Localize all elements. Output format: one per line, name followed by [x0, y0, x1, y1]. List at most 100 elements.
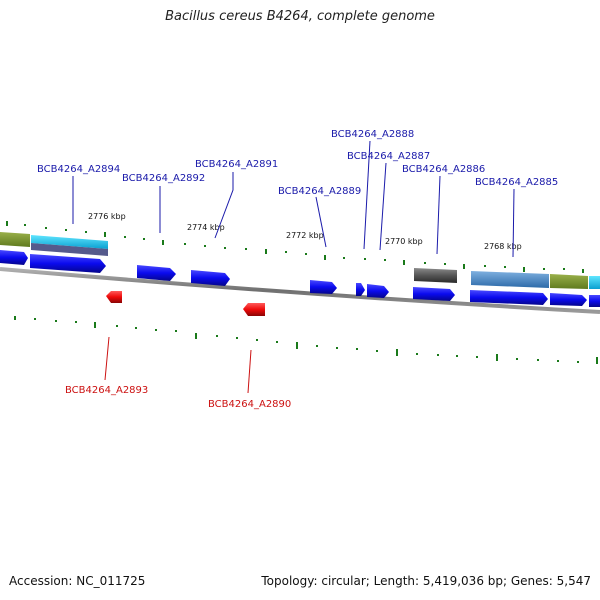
tick-mark — [484, 265, 486, 267]
tick-mark — [305, 253, 307, 255]
outer-tick-track — [6, 221, 584, 273]
tick-mark — [336, 347, 338, 349]
gene-arrow-forward[interactable] — [137, 265, 176, 281]
tick-mark — [104, 232, 106, 237]
feature-block-cyan — [589, 276, 600, 289]
tick-mark — [577, 361, 579, 363]
tick-mark — [364, 258, 366, 260]
tick-mark — [75, 321, 77, 323]
tick-mark — [504, 266, 506, 268]
leader-line — [379, 162, 387, 251]
scale-label: 2774 kbp — [187, 223, 225, 232]
tick-mark — [124, 236, 126, 238]
tick-mark — [403, 260, 405, 265]
gene-arrow-forward[interactable] — [550, 293, 587, 306]
gene-label-forward[interactable]: BCB4264_A2889 — [278, 186, 361, 197]
tick-mark — [162, 240, 164, 245]
tick-mark — [444, 263, 446, 265]
gene-label-forward[interactable]: BCB4264_A2888 — [331, 129, 414, 140]
tick-mark — [204, 245, 206, 247]
gene-arrow-forward[interactable] — [30, 254, 106, 273]
scale-label: 2772 kbp — [286, 231, 324, 240]
inner-tick-track — [14, 316, 598, 364]
genome-backbone — [0, 267, 600, 314]
tick-mark — [537, 359, 539, 361]
tick-mark — [216, 335, 218, 337]
scale-label: 2770 kbp — [385, 237, 423, 246]
tick-mark — [596, 357, 598, 364]
reverse-genes — [106, 291, 265, 316]
gene-arrow-forward[interactable] — [310, 280, 337, 294]
tick-mark — [195, 333, 197, 339]
forward-leader-lines — [72, 140, 515, 258]
feature-block-cyan — [31, 235, 108, 249]
genome-summary-text: Topology: circular; Length: 5,419,036 bp… — [261, 574, 591, 588]
forward-genes — [0, 250, 600, 307]
tick-mark — [416, 353, 418, 355]
reverse-leader-lines — [104, 336, 252, 394]
tick-mark — [245, 248, 247, 250]
gene-arrow-reverse[interactable] — [106, 291, 122, 303]
tick-mark — [224, 247, 226, 249]
gene-arrow-reverse[interactable] — [243, 303, 265, 316]
tick-mark — [55, 320, 57, 322]
tick-mark — [285, 251, 287, 253]
pseudogene-block — [414, 268, 457, 283]
tick-mark — [582, 269, 584, 273]
tick-mark — [65, 229, 67, 231]
tick-mark — [324, 255, 326, 260]
tick-mark — [116, 325, 118, 327]
tick-mark — [34, 318, 36, 320]
leader-line — [247, 349, 252, 394]
tick-mark — [456, 355, 458, 357]
gene-label-forward[interactable]: BCB4264_A2892 — [122, 173, 205, 184]
tick-mark — [376, 350, 378, 352]
tick-mark — [356, 348, 358, 350]
tick-mark — [424, 262, 426, 264]
tick-mark — [276, 341, 278, 343]
tick-mark — [496, 354, 498, 361]
feature-block-olive — [550, 274, 588, 289]
tick-mark — [316, 345, 318, 347]
tick-mark — [437, 354, 439, 356]
tick-mark — [143, 238, 145, 240]
tick-mark — [296, 342, 298, 349]
tick-mark — [557, 360, 559, 362]
gene-arrow-forward[interactable] — [191, 270, 230, 286]
tick-mark — [85, 231, 87, 233]
tick-mark — [516, 358, 518, 360]
tick-mark — [45, 227, 47, 229]
gene-arrow-forward[interactable] — [589, 295, 600, 307]
gene-arrow-forward[interactable] — [356, 283, 365, 296]
gene-arrow-forward[interactable] — [470, 290, 548, 305]
gene-arrow-forward[interactable] — [0, 250, 28, 265]
gene-label-forward[interactable]: BCB4264_A2887 — [347, 151, 430, 162]
gene-label-forward[interactable]: BCB4264_A2886 — [402, 164, 485, 175]
gene-label-forward[interactable]: BCB4264_A2894 — [37, 164, 120, 175]
gene-label-reverse[interactable]: BCB4264_A2893 — [65, 385, 148, 396]
gene-arrow-forward[interactable] — [367, 284, 389, 298]
tick-mark — [94, 322, 96, 328]
tick-mark — [14, 316, 16, 320]
gene-label-forward[interactable]: BCB4264_A2891 — [195, 159, 278, 170]
scale-label: 2768 kbp — [484, 242, 522, 251]
gene-label-reverse[interactable]: BCB4264_A2890 — [208, 399, 291, 410]
tick-mark — [396, 349, 398, 356]
map-title: Bacillus cereus B4264, complete genome — [165, 9, 435, 24]
feature-block-slate — [31, 243, 108, 256]
tick-mark — [523, 267, 525, 272]
leader-line — [104, 336, 110, 381]
reverse-gene-labels: BCB4264_A2893 BCB4264_A2890 — [65, 385, 291, 410]
leader-line — [512, 188, 515, 258]
gene-label-forward[interactable]: BCB4264_A2885 — [475, 177, 558, 188]
leader-line — [436, 175, 441, 255]
leader-line — [214, 172, 234, 239]
leader-line — [363, 140, 371, 250]
gene-arrow-forward[interactable] — [413, 287, 455, 301]
feature-track — [0, 232, 600, 289]
feature-block-steel — [471, 271, 549, 288]
leader-line — [315, 196, 327, 248]
tick-mark — [476, 356, 478, 358]
tick-mark — [175, 330, 177, 332]
